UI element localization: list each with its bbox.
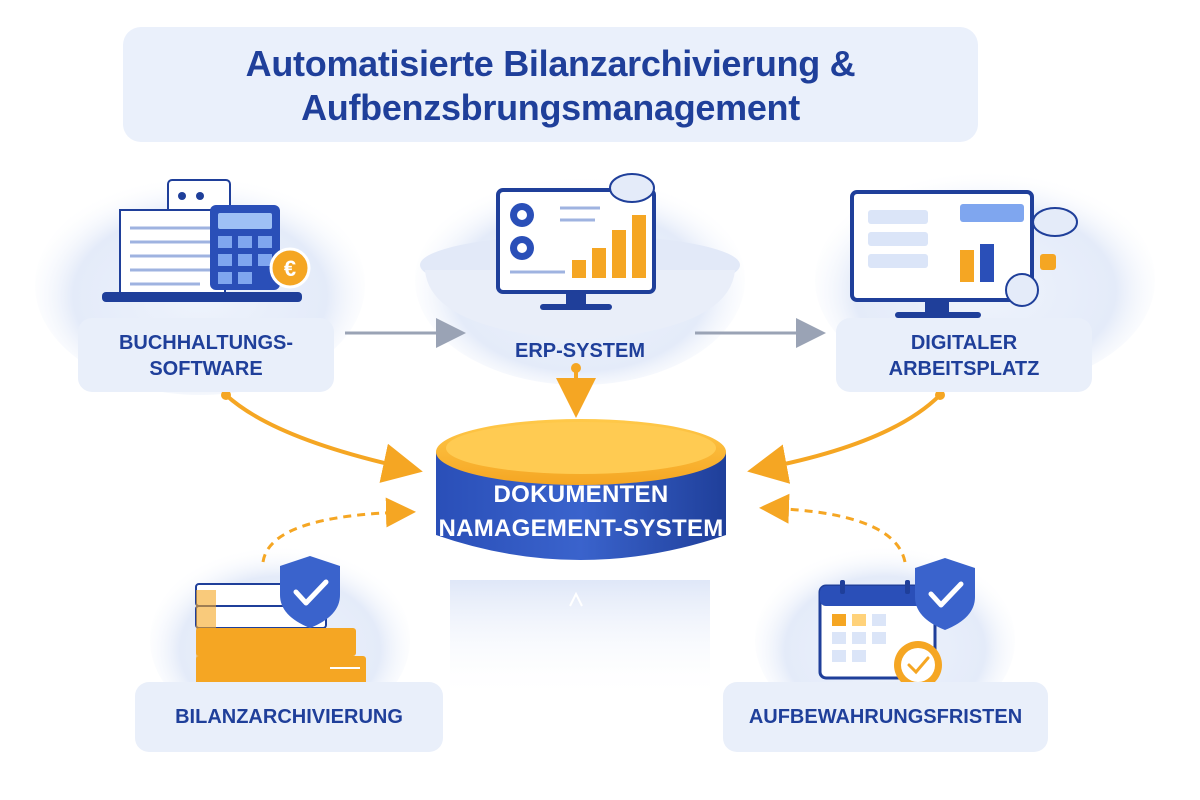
calendar-clock-shield-icon <box>818 558 975 689</box>
laptop-calculator-icon <box>102 179 311 302</box>
accounting-label-line-2: SOFTWARE <box>149 358 263 380</box>
arrow-retention-to-dms <box>759 493 907 563</box>
retention-label: AUFBEWAHRUNGSFRISTEN <box>748 706 1023 728</box>
books-shield-icon <box>195 556 366 686</box>
digital-workplace-label: DIGITALER ARBEITSPLATZ <box>836 330 1092 382</box>
accounting-label-line-1: BUCHHALTUNGS- <box>118 332 294 354</box>
dms-label: DOKUMENTEN NAMAGEMENT-SYSTEM <box>436 478 726 546</box>
arrow-archive-to-dms <box>261 497 416 563</box>
page-title-line-2: Aufbenzsbrungsmanagement <box>301 87 800 128</box>
monitor-dashboard-icon <box>850 190 1078 318</box>
archive-label-box <box>135 682 443 752</box>
workplace-label-line-2: ARBEITSPLATZ <box>888 358 1040 380</box>
page-title-line-1: Automatisierte Bilanzarchivierung & <box>245 43 856 84</box>
archive-label: BILANZARCHIVIERUNG <box>175 706 403 728</box>
monitor-chart-icon <box>496 173 656 310</box>
arrow-accounting-to-dms <box>224 393 423 483</box>
title-banner: Automatisierte Bilanzarchivierung & Aufb… <box>123 27 978 142</box>
euro-icon: € <box>284 256 296 281</box>
arrow-workplace-to-dms <box>747 393 942 484</box>
retention-label-box <box>723 682 1048 752</box>
workplace-label-box <box>836 318 1092 392</box>
accounting-label-box <box>78 318 334 392</box>
workplace-label-line-1: DIGITALER <box>910 332 1018 354</box>
dms-label-line-1: DOKUMENTEN <box>493 481 669 508</box>
erp-system-label: ERP-SYSTEM <box>514 340 646 362</box>
accounting-software-label: BUCHHALTUNGS- SOFTWARE <box>78 330 334 382</box>
database-icon <box>436 419 726 700</box>
dms-label-line-2: NAMAGEMENT-SYSTEM <box>438 515 724 542</box>
